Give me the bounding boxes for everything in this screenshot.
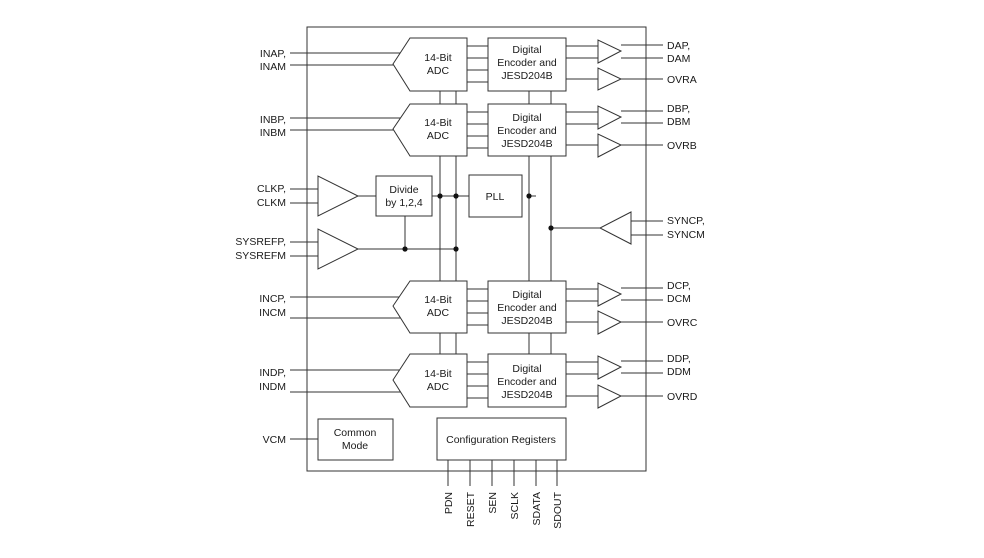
ovr-driver-a: [597, 67, 623, 91]
output-a-p-label: DAP,: [667, 40, 690, 52]
output-b-ovr-label: OVRB: [667, 140, 697, 152]
driver-a: [597, 39, 623, 64]
adc-d: [392, 353, 468, 408]
config-registers-label: Configuration Registers: [446, 434, 556, 446]
pin-reset-label: RESET: [465, 491, 477, 527]
ovr-driver-d: [597, 384, 623, 409]
divide-label-2: by 1,2,4: [385, 197, 423, 209]
output-b-m-label: DBM: [667, 116, 690, 128]
ovr-driver-b: [597, 133, 623, 158]
adc-c-label-2: ADC: [427, 307, 450, 319]
output-b-p-label: DBP,: [667, 103, 690, 115]
common-mode-label-1: Common: [334, 427, 377, 439]
pin-pdn-label: PDN: [443, 492, 455, 514]
junction-dots: [402, 193, 554, 252]
sysref-buffer: [317, 228, 360, 270]
driver-b: [597, 105, 623, 130]
channel-c: 14-Bit ADC Digital Encoder and JESD204B …: [259, 280, 698, 335]
input-a-m-label: INAM: [260, 61, 286, 73]
driver-c: [597, 282, 623, 307]
vcm-label: VCM: [263, 434, 286, 446]
pin-sclk-label: SCLK: [509, 492, 521, 519]
divide-block: [375, 175, 433, 217]
adc-b: [392, 103, 468, 157]
adc-c: [392, 280, 468, 334]
output-c-p-label: DCP,: [667, 280, 691, 292]
encoder-d: [487, 353, 567, 408]
input-b-p-label: INBP,: [260, 114, 286, 126]
ovr-driver-c: [597, 310, 623, 335]
sysref-m-label: SYSREFM: [235, 250, 286, 262]
clk-p-label: CLKP,: [257, 183, 286, 195]
adc-d-label-1: 14-Bit: [424, 368, 452, 380]
clk-m-label: CLKM: [257, 197, 286, 209]
sync-m-label: SYNCM: [667, 229, 705, 241]
encoder-a-label-2: Encoder and: [497, 57, 557, 69]
encoder-c: [487, 280, 567, 334]
bottom-section: VCM Common Mode Configuration Registers …: [263, 417, 567, 529]
output-d-ovr-label: OVRD: [667, 391, 698, 403]
encoder-d-label-2: Encoder and: [497, 376, 557, 388]
divide-label-1: Divide: [389, 184, 418, 196]
encoder-c-label-1: Digital: [512, 289, 541, 301]
pll-label: PLL: [486, 191, 505, 203]
pin-sdata-label: SDATA: [531, 492, 543, 525]
adc-a-label-2: ADC: [427, 65, 450, 77]
encoder-a-label-3: JESD204B: [501, 70, 552, 82]
adc-a-label-1: 14-Bit: [424, 52, 452, 64]
encoder-d-label-3: JESD204B: [501, 389, 552, 401]
output-a-ovr-label: OVRA: [667, 74, 697, 86]
encoder-b: [487, 103, 567, 157]
input-d-p-label: INDP,: [259, 367, 286, 379]
input-a-p-label: INAP,: [260, 48, 286, 60]
adc-c-label-1: 14-Bit: [424, 294, 452, 306]
driver-d: [597, 355, 623, 380]
pin-sdout-label: SDOUT: [552, 491, 564, 528]
pll-block: [468, 174, 523, 218]
sync-p-label: SYNCP,: [667, 215, 705, 227]
clk-buffer: [317, 175, 360, 217]
encoder-c-label-3: JESD204B: [501, 315, 552, 327]
output-c-ovr-label: OVRC: [667, 317, 698, 329]
channel-d: 14-Bit ADC Digital Encoder and JESD204B …: [259, 353, 698, 409]
input-b-m-label: INBM: [260, 127, 286, 139]
output-a-m-label: DAM: [667, 53, 690, 65]
encoder-b-label-1: Digital: [512, 112, 541, 124]
output-d-p-label: DDP,: [667, 353, 691, 365]
sync-buffer: [598, 211, 632, 245]
pin-sen-label: SEN: [487, 492, 499, 514]
output-c-m-label: DCM: [667, 293, 691, 305]
encoder-c-label-2: Encoder and: [497, 302, 557, 314]
input-c-m-label: INCM: [259, 307, 286, 319]
adc-d-label-2: ADC: [427, 381, 450, 393]
adc-a: [392, 37, 468, 92]
channel-a: 14-Bit ADC Digital Encoder and JESD204B …: [260, 37, 697, 92]
config-registers-block: [436, 417, 567, 461]
encoder-a-label-1: Digital: [512, 44, 541, 56]
common-mode-block: [317, 418, 394, 461]
input-d-m-label: INDM: [259, 381, 286, 393]
adc-b-label-2: ADC: [427, 130, 450, 142]
encoder-b-label-3: JESD204B: [501, 138, 552, 150]
encoder-d-label-1: Digital: [512, 363, 541, 375]
clock-section: CLKP, CLKM SYSREFP, SYSREFM Divide by 1,…: [235, 174, 705, 270]
sysref-p-label: SYSREFP,: [235, 236, 286, 248]
common-mode-label-2: Mode: [342, 440, 368, 452]
adc-b-label-1: 14-Bit: [424, 117, 452, 129]
encoder-b-label-2: Encoder and: [497, 125, 557, 137]
output-d-m-label: DDM: [667, 366, 691, 378]
encoder-a: [487, 37, 567, 92]
input-c-p-label: INCP,: [259, 293, 286, 305]
channel-b: 14-Bit ADC Digital Encoder and JESD204B …: [260, 103, 697, 158]
